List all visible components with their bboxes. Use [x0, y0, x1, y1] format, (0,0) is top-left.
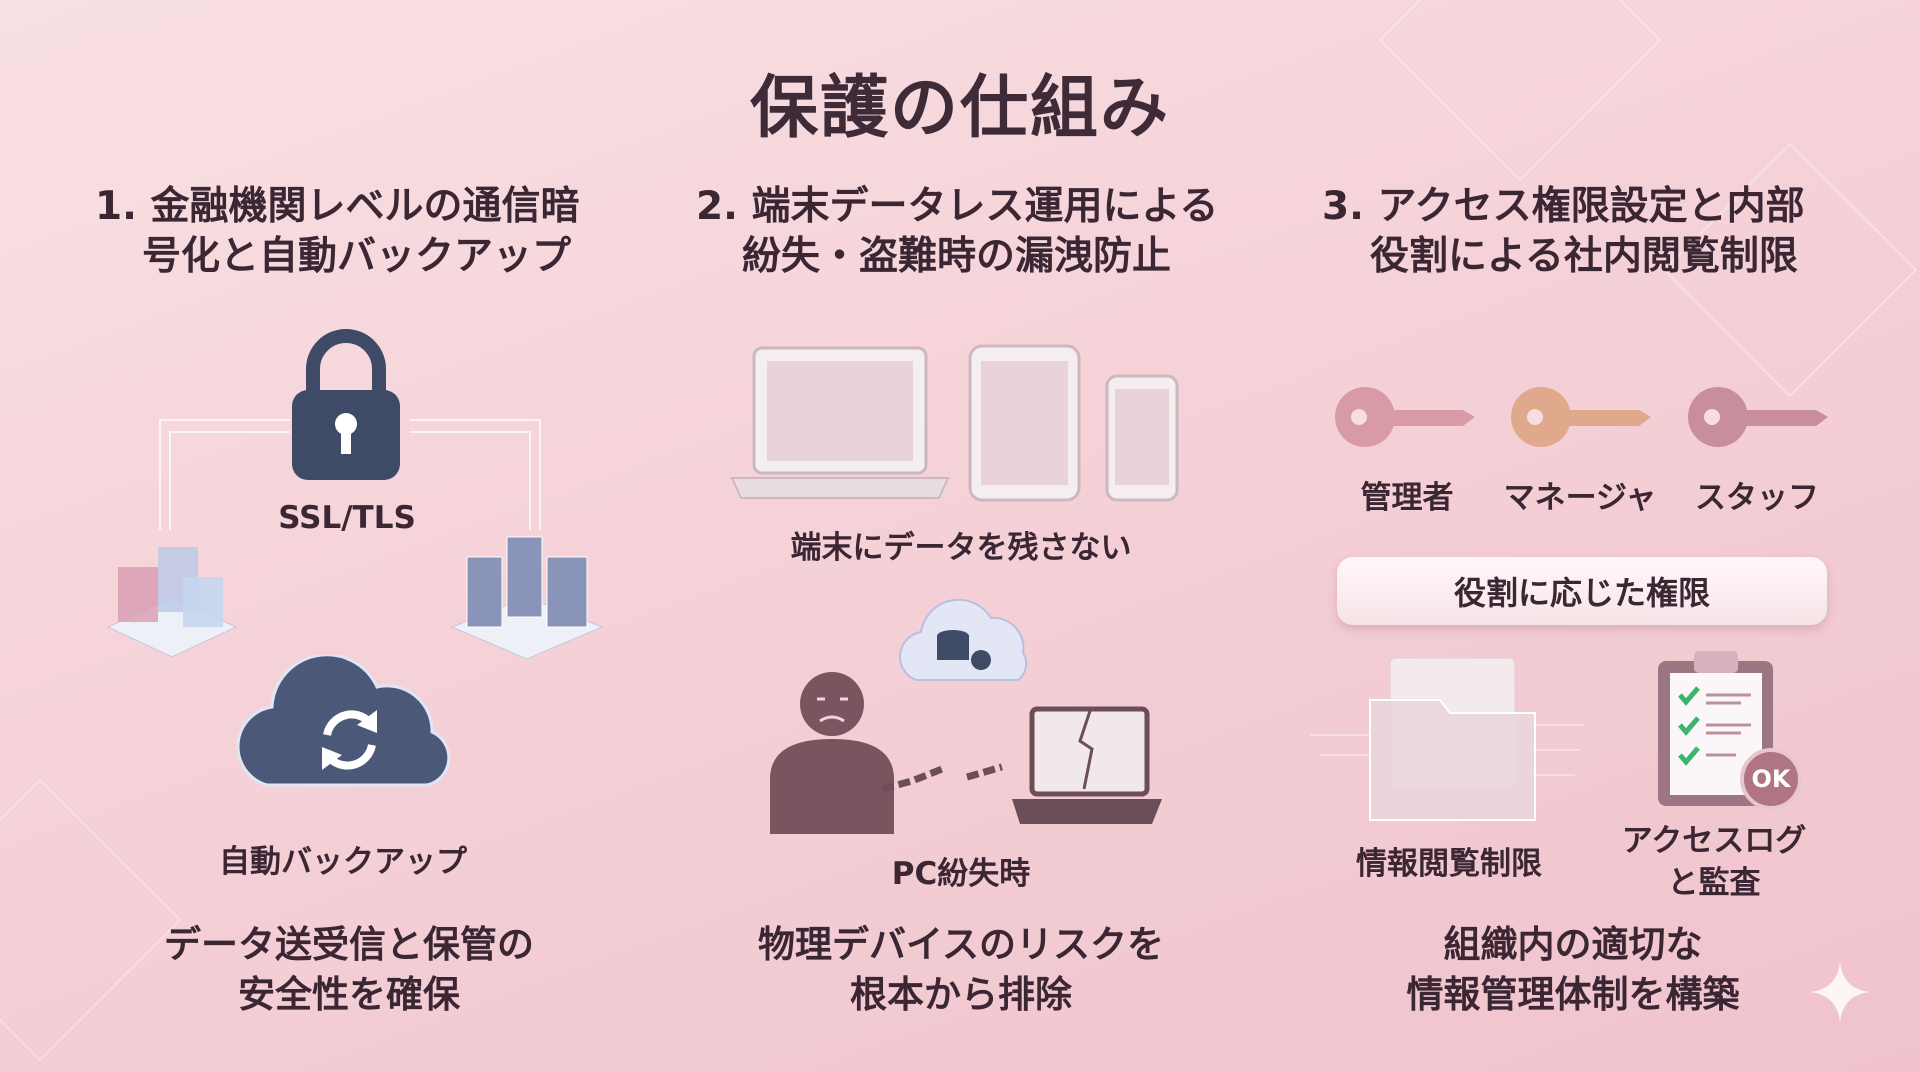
label-line: と監査 — [1667, 865, 1761, 901]
summary-line: 根本から排除 — [849, 973, 1072, 1016]
network-lines-icon — [159, 419, 541, 530]
ssl-tls-label: SSL/TLS — [278, 500, 416, 536]
laptop-icon — [730, 346, 950, 499]
staff-key-icon — [1688, 387, 1828, 447]
heading-line: 1. 金融機関レベルの通信暗 — [95, 184, 580, 229]
role-staff: スタッフ — [1695, 480, 1819, 516]
column-summary: 組織内の適切な 情報管理体制を構築 — [1407, 920, 1740, 1020]
heading-line: 号化と自動バックアップ — [142, 234, 572, 279]
auto-backup-label: 自動バックアップ — [219, 844, 467, 880]
role-based-permission-box: 役割に応じた権限 — [1337, 557, 1827, 625]
folder-icon — [1310, 657, 1585, 821]
column-heading: 1. 金融機関レベルの通信暗 号化と自動バックアップ — [95, 182, 580, 282]
no-data-on-device-label: 端末にデータを残さない — [790, 530, 1132, 566]
heading-line: 2. 端末データレス運用による — [696, 184, 1219, 229]
column-heading: 3. アクセス権限設定と内部 役割による社内閲覧制限 — [1322, 182, 1805, 282]
cloud-sync-icon — [236, 655, 451, 787]
pc-lost-label: PC紛失時 — [891, 856, 1031, 892]
summary-line: 物理デバイスのリスクを — [758, 923, 1164, 966]
cloud-database-icon — [899, 598, 1028, 681]
column-summary: 物理デバイスのリスクを 根本から排除 — [758, 920, 1164, 1020]
sparkle-icon — [1810, 962, 1870, 1022]
column-summary: データ送受信と保管の 安全性を確保 — [164, 920, 534, 1020]
page-title: 保護の仕組み — [749, 69, 1171, 148]
label-line: アクセスログ — [1621, 823, 1807, 859]
server-rack-icon — [450, 536, 604, 660]
data-cubes-icon — [106, 547, 238, 658]
tablet-icon — [968, 344, 1081, 502]
summary-line: 情報管理体制を構築 — [1406, 973, 1740, 1016]
lock-icon — [292, 329, 400, 480]
manager-key-icon — [1511, 387, 1651, 447]
decorative-shape — [1378, 0, 1662, 182]
column-heading: 2. 端末データレス運用による 紛失・盗難時の漏洩防止 — [696, 182, 1218, 282]
decorative-shape — [0, 778, 182, 1062]
heading-line: 3. アクセス権限設定と内部 — [1322, 184, 1805, 229]
heading-line: 紛失・盗難時の漏洩防止 — [742, 234, 1172, 279]
info-view-restriction-label: 情報閲覧制限 — [1356, 846, 1542, 882]
summary-line: 安全性を確保 — [238, 973, 460, 1016]
summary-line: データ送受信と保管の — [164, 923, 534, 966]
ok-badge: OK — [1740, 748, 1802, 810]
summary-line: 組織内の適切な — [1443, 923, 1703, 966]
lost-pc-person-icon — [770, 672, 1162, 834]
admin-key-icon — [1335, 387, 1475, 447]
heading-line: 役割による社内閲覧制限 — [1370, 234, 1798, 279]
smartphone-icon — [1105, 374, 1179, 502]
role-manager: マネージャ — [1503, 480, 1657, 516]
role-admin: 管理者 — [1360, 480, 1454, 516]
access-log-audit-label: アクセスログ と監査 — [1622, 820, 1806, 904]
